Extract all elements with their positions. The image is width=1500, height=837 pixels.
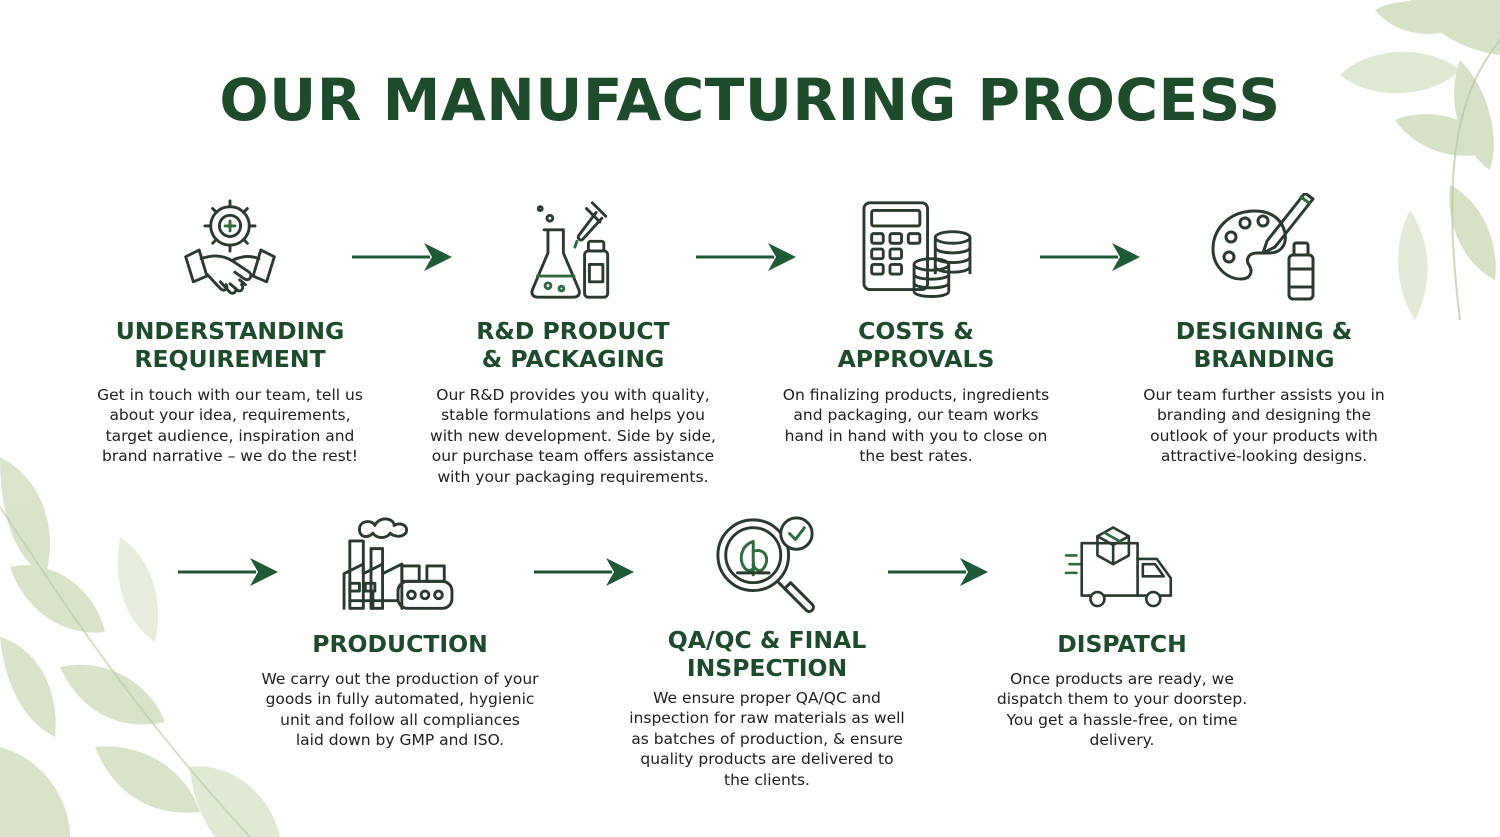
- right-arrow-icon: [888, 558, 988, 586]
- step-production: PRODUCTION We carry out the production o…: [250, 512, 550, 762]
- palette-brush-icon: [1211, 193, 1315, 301]
- step-title: DISPATCH: [1057, 630, 1187, 658]
- step-title: PRODUCTION: [312, 630, 488, 658]
- step-designing-branding: DESIGNING &BRANDING Our team further ass…: [1114, 193, 1414, 485]
- right-arrow-icon: [534, 558, 634, 586]
- step-title: DESIGNING &BRANDING: [1175, 317, 1353, 373]
- delivery-truck-icon: [1064, 526, 1173, 608]
- step-title: COSTS &APPROVALS: [837, 317, 995, 373]
- right-arrow-icon: [178, 558, 278, 586]
- step-costs-approvals: COSTS &APPROVALS On finalizing products,…: [766, 195, 1066, 485]
- step-description: Our R&D provides you with quality,stable…: [430, 386, 716, 486]
- step-title: R&D PRODUCT& PACKAGING: [476, 317, 670, 373]
- right-arrow-icon: [696, 243, 796, 271]
- handshake-gear-icon: [184, 199, 276, 295]
- magnifier-leaf-check-icon: [716, 516, 815, 613]
- right-arrow-icon: [352, 243, 452, 271]
- factory-icon: [342, 517, 454, 610]
- page-title: OUR MANUFACTURING PROCESS: [219, 66, 1281, 134]
- lab-flask-icon: [530, 201, 610, 299]
- right-arrow-icon: [1040, 243, 1140, 271]
- calculator-coins-icon: [862, 201, 972, 298]
- step-rd-product-packaging: R&D PRODUCT& PACKAGING Our R&D provides …: [418, 195, 728, 495]
